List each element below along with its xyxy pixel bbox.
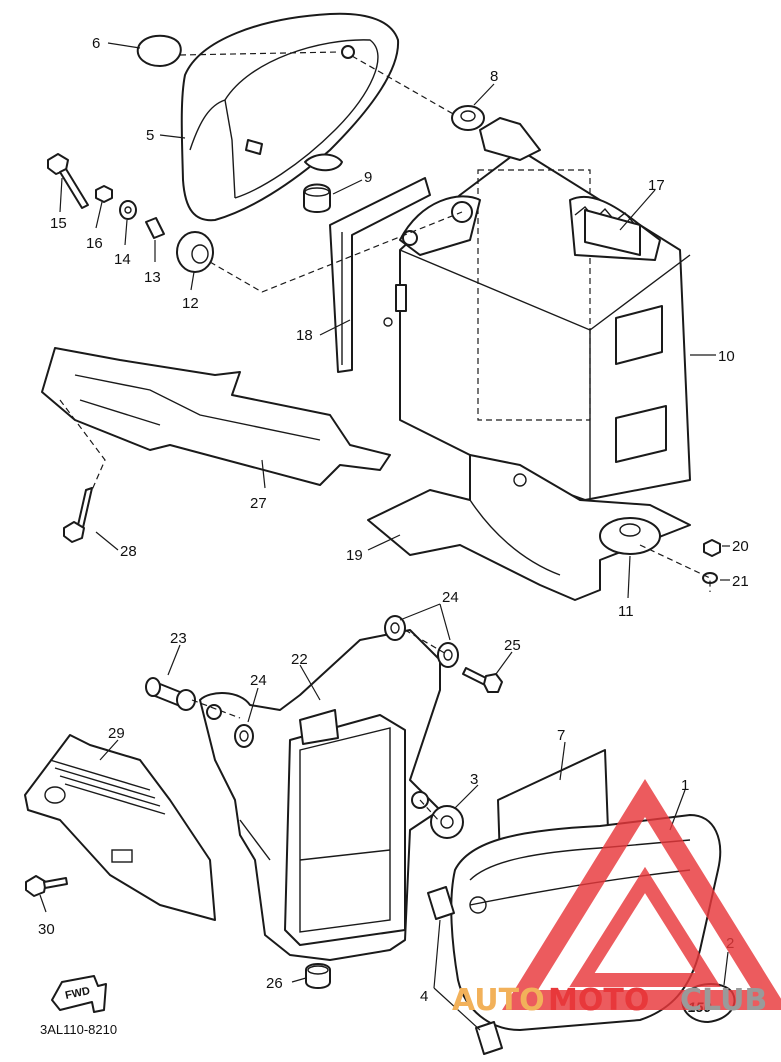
part-24-washer-c bbox=[234, 724, 254, 748]
callout-13: 13 bbox=[144, 269, 161, 286]
callout-21: 21 bbox=[732, 573, 749, 590]
callout-9: 9 bbox=[364, 169, 372, 186]
callout-25: 25 bbox=[504, 637, 521, 654]
part-4-damper-a bbox=[427, 886, 455, 920]
part-10-battery-box bbox=[399, 117, 691, 501]
callout-29: 29 bbox=[108, 725, 125, 742]
callout-3: 3 bbox=[470, 771, 478, 788]
fwd-label: FWD bbox=[64, 985, 91, 1002]
part-code: 3AL110-8210 bbox=[40, 1022, 117, 1037]
part-25-bolt bbox=[462, 667, 503, 693]
part-13-collar bbox=[145, 217, 165, 239]
callout-22: 22 bbox=[291, 651, 308, 668]
part-4-damper-b bbox=[475, 1021, 503, 1055]
callout-23: 23 bbox=[170, 630, 187, 647]
part-28-bolt bbox=[63, 487, 93, 543]
part-12-damper bbox=[176, 231, 214, 273]
callout-1: 1 bbox=[681, 777, 689, 794]
part-18-bracket bbox=[329, 177, 431, 373]
callout-5: 5 bbox=[146, 127, 154, 144]
callout-15: 15 bbox=[50, 215, 67, 232]
part-29-side-panel bbox=[24, 734, 216, 921]
watermark-triangle-inner bbox=[569, 866, 721, 987]
callout-6: 6 bbox=[92, 35, 100, 52]
part-30-bolt bbox=[25, 875, 68, 897]
part-15-bolt bbox=[47, 153, 89, 209]
assembly-lines bbox=[59, 51, 711, 823]
callout-14: 14 bbox=[114, 251, 131, 268]
part-16-nut bbox=[95, 185, 113, 203]
watermark-word-club: CLUB bbox=[680, 983, 767, 1018]
callouts: 2 1 3 4 5 6 7 8 9 10 11 12 13 14 15 16 1… bbox=[38, 35, 749, 1031]
callout-30: 30 bbox=[38, 921, 55, 938]
part-19-tray bbox=[367, 454, 691, 601]
part-24-washer-b bbox=[437, 642, 459, 668]
part-24-washer-a bbox=[384, 615, 406, 641]
callout-4: 4 bbox=[420, 988, 428, 1005]
callout-18: 18 bbox=[296, 327, 313, 344]
part-3-grommet bbox=[430, 805, 464, 839]
fwd-arrow-icon: FWD bbox=[51, 975, 107, 1013]
callout-28: 28 bbox=[120, 543, 137, 560]
watermark-word-moto: MOTO bbox=[548, 983, 649, 1018]
callout-24-left: 24 bbox=[250, 672, 267, 689]
callout-24-top: 24 bbox=[442, 589, 459, 606]
watermark-word-auto: AUTO bbox=[452, 983, 545, 1018]
part-17-pad bbox=[584, 209, 641, 256]
part-20-bolt bbox=[703, 539, 721, 557]
part-23-collar bbox=[145, 677, 196, 711]
part-22-toolbox bbox=[199, 629, 441, 961]
callout-17: 17 bbox=[648, 177, 665, 194]
callout-26: 26 bbox=[266, 975, 283, 992]
part-11-damper bbox=[599, 517, 661, 555]
callout-20: 20 bbox=[732, 538, 749, 555]
callout-19: 19 bbox=[346, 547, 363, 564]
callout-11: 11 bbox=[618, 603, 634, 620]
part-27-cover bbox=[41, 347, 391, 486]
callout-10: 10 bbox=[718, 348, 735, 365]
watermark-text: AUTO MOTO CLUB bbox=[452, 983, 767, 1018]
callout-12: 12 bbox=[182, 295, 199, 312]
watermark-logo bbox=[502, 778, 781, 1010]
part-26-grommet bbox=[305, 963, 331, 989]
callout-8: 8 bbox=[490, 68, 498, 85]
callout-27: 27 bbox=[250, 495, 267, 512]
part-8-grommet bbox=[451, 105, 485, 131]
part-5-side-cover bbox=[180, 12, 400, 222]
part-6-grommet bbox=[136, 34, 182, 67]
part-14-washer bbox=[119, 200, 137, 220]
part-9-grommet bbox=[303, 183, 331, 213]
watermark-triangle-outer bbox=[502, 778, 781, 1010]
callout-7: 7 bbox=[557, 727, 565, 744]
callout-16: 16 bbox=[86, 235, 103, 252]
